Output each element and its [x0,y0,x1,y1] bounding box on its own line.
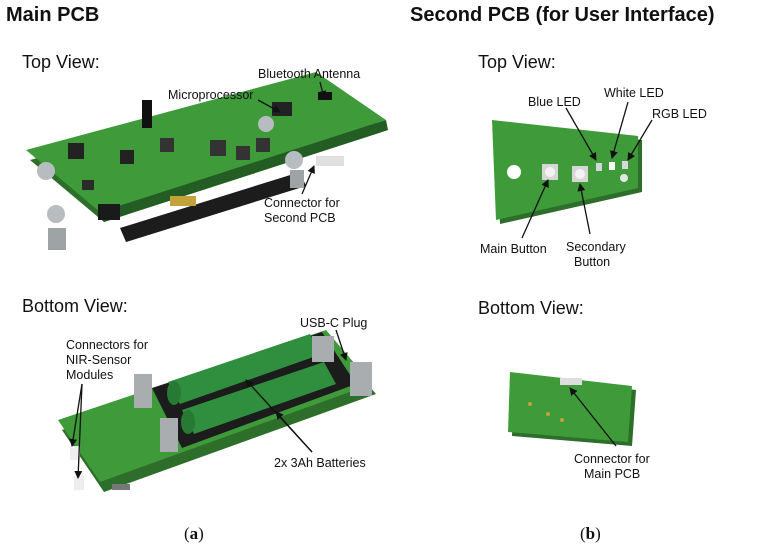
main-bottom-view-heading: Bottom View: [22,296,128,316]
label-secondary-line2: Button [574,255,611,269]
main-pcb-top-render [26,72,388,250]
label-secondary-line1: Secondary [566,240,626,254]
label-usbc-plug: USB-C Plug [300,316,368,330]
label-bluetooth-antenna: Bluetooth Antenna [258,67,361,81]
second-pcb-title: Second PCB (for User Interface) [410,4,715,26]
label-connector-main-line2: Main PCB [584,467,641,481]
second-pcb-top-render [492,120,642,224]
label-rgb-led: RGB LED [652,107,707,121]
second-top-view-heading: Top View: [478,52,556,72]
label-connectors-nir-line2: NIR-Sensor [66,353,132,367]
caption-b: (b) [580,524,601,543]
label-batteries: 2x 3Ah Batteries [274,456,366,470]
label-main-button: Main Button [480,242,547,256]
label-white-led: White LED [604,86,664,100]
second-pcb-bottom-render [508,372,636,446]
main-pcb-title: Main PCB [6,4,100,26]
main-pcb-bottom-render [58,330,376,492]
leader-lines [69,81,653,479]
label-connector-second-line2: Second PCB [264,211,336,225]
caption-a: (a) [184,524,204,543]
label-connectors-nir-line1: Connectors for [66,338,148,352]
label-connector-second-line1: Connector for [264,196,340,210]
label-connector-main-line1: Connector for [574,452,650,466]
label-connectors-nir-line3: Modules [66,368,114,382]
label-microprocessor: Microprocessor [168,88,254,102]
main-top-view-heading: Top View: [22,52,100,72]
second-bottom-view-heading: Bottom View: [478,298,584,318]
label-blue-led: Blue LED [528,95,581,109]
